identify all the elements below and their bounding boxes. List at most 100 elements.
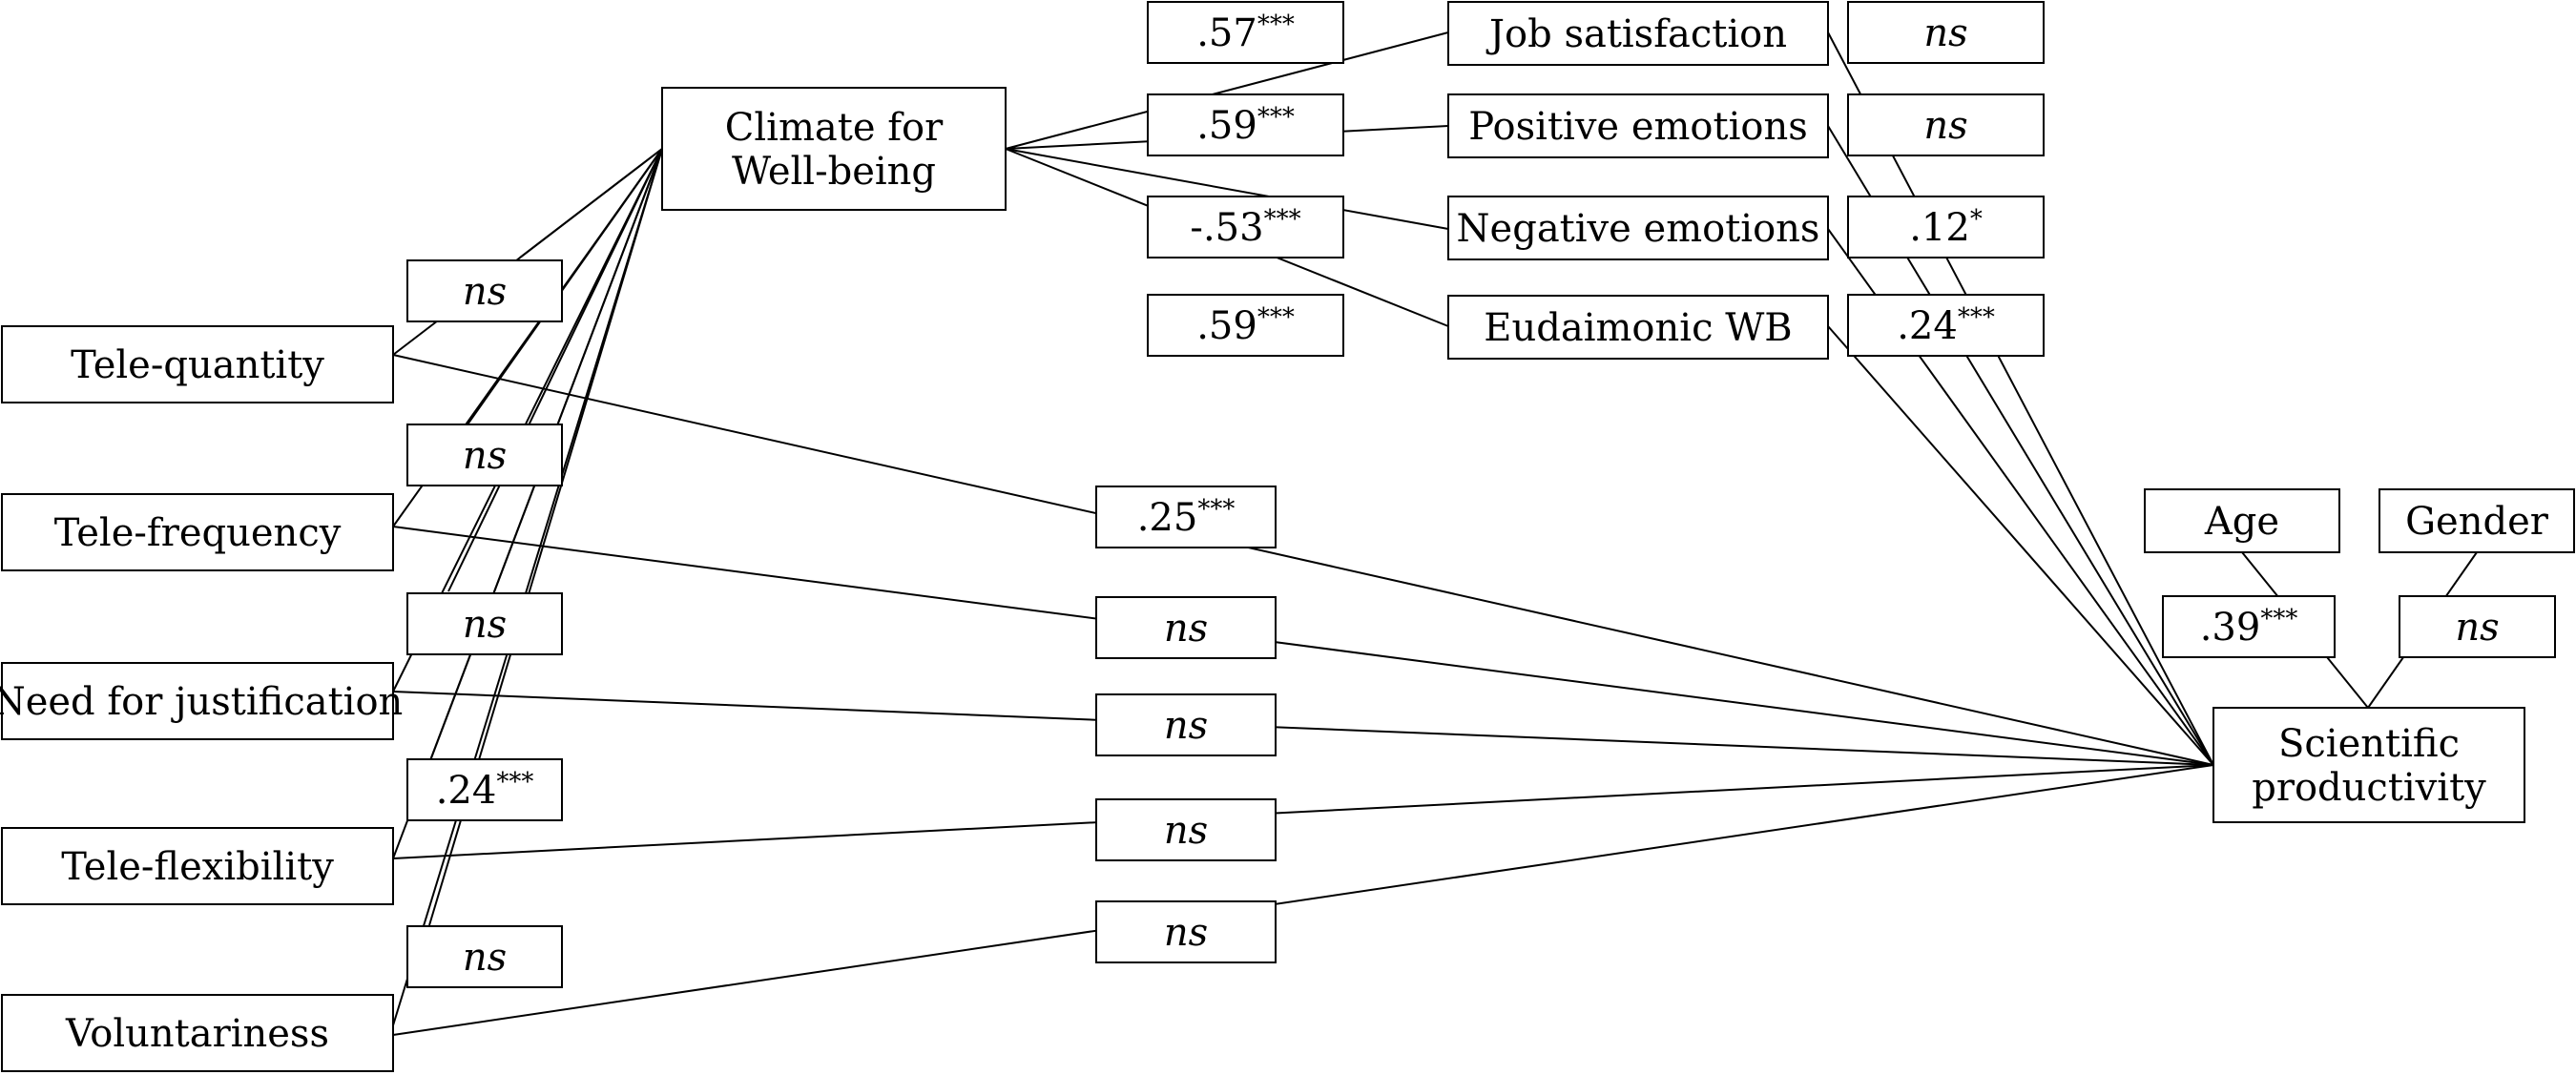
coef-box [1095,596,1277,659]
coef-flexibility-climate: .24*** [406,758,563,821]
coef-label: .12* [1909,205,1983,250]
coef-value: .39 [2200,606,2261,650]
node-negative-emotions: Negative emotions [1447,196,1829,260]
coef-label: .25*** [1137,495,1236,540]
coef-stars: *** [1197,495,1235,524]
coef-value: ns [463,936,507,980]
coef-value: ns [1164,704,1208,748]
path-line-7 [447,148,663,592]
node-box [2212,707,2525,823]
node-box [1447,93,1829,158]
coef-box [406,925,563,988]
node-box [1447,1,1829,66]
path-line-12 [1005,148,1449,230]
coef-quantity-productivity: .25*** [1095,486,1277,548]
node-label: Tele-frequency [54,511,342,555]
coef-box [1847,93,2045,156]
coef-frequency-productivity: ns [1095,596,1277,659]
node-gender: Gender [2379,488,2575,553]
coef-negative-emotions-productivity: .12* [1847,196,2045,258]
node-positive-emotions: Positive emotions [1447,93,1829,158]
node-label: Need for justification [0,680,403,724]
coef-climate-negative-emotions: -.53*** [1147,196,1344,258]
coef-label: ns [463,603,507,647]
path-line-17 [1827,325,2214,766]
coef-value: ns [1923,104,1967,148]
coef-label: ns [1164,607,1208,651]
coef-value: ns [463,434,507,478]
coef-label: ns [463,434,507,478]
coef-box [1847,294,2045,357]
node-box [1447,295,1829,360]
path-line-22 [392,764,2214,1036]
node-label: Tele-quantity [71,343,324,387]
coef-voluntariness-climate: ns [406,925,563,988]
node-label: Eudaimonic WB [1484,306,1792,350]
coef-label: ns [1923,11,1967,55]
coef-justification-productivity: ns [1095,693,1277,756]
coef-box [1147,196,1344,258]
coef-box [1147,1,1344,64]
coef-value: ns [1164,809,1208,853]
node-label: Scientific [2278,722,2460,766]
node-label: Tele-flexibility [61,845,334,889]
coef-label: ns [1164,809,1208,853]
coef-box [1147,93,1344,156]
coef-label: .39*** [2200,605,2298,650]
node-label: Positive emotions [1468,105,1807,149]
coef-label: .59*** [1196,303,1295,348]
coef-flexibility-productivity: ns [1095,798,1277,861]
path-line-20 [392,691,2214,766]
coef-frequency-climate: ns [406,424,563,486]
coef-label: .24*** [1897,303,1995,348]
coef-job-satisfaction-productivity: ns [1847,1,2045,64]
node-need-justification: Need for justification [0,662,403,740]
coef-eudaimonic-productivity: .24*** [1847,294,2045,357]
node-box [1,493,394,571]
coef-label: ns [1923,104,1967,148]
coef-value: .59 [1196,304,1257,348]
path-line-10 [1005,31,1449,150]
coef-stars: *** [1257,103,1295,132]
coef-box [2399,595,2556,658]
path-line-21 [392,764,2214,859]
coef-box [1847,1,2045,64]
coef-stars: *** [2260,605,2297,633]
coef-label: .57*** [1196,10,1295,55]
node-label: productivity [2252,766,2486,810]
node-label: Age [2204,500,2279,544]
path-line-18 [392,354,2214,766]
coef-voluntariness-productivity: ns [1095,900,1277,963]
path-line-5 [519,148,663,258]
coef-value: -.53 [1190,206,1263,250]
node-label: Well-being [732,150,936,194]
coef-value: .57 [1196,11,1257,55]
coef-box [1847,196,2045,258]
coef-stars: *** [1257,303,1295,332]
node-box [1,662,394,740]
coef-label: ns [463,936,507,980]
node-tele-frequency: Tele-frequency [1,493,394,571]
coef-label: ns [1164,704,1208,748]
coef-label: ns [2455,606,2499,650]
coef-value: .12 [1909,206,1970,250]
coef-value: ns [463,270,507,314]
node-age: Age [2144,488,2340,553]
coef-climate-positive-emotions: .59*** [1147,93,1344,156]
coef-box [1095,900,1277,963]
coef-stars: *** [1264,205,1301,234]
node-box [1,994,394,1072]
coef-box [1095,486,1277,548]
coef-label: .24*** [436,768,534,813]
node-box [661,87,1007,211]
coef-label: ns [463,270,507,314]
coef-box [406,259,563,322]
coef-value: ns [1164,911,1208,955]
node-box [1447,196,1829,260]
coef-box [406,592,563,655]
coef-value: ns [2455,606,2499,650]
